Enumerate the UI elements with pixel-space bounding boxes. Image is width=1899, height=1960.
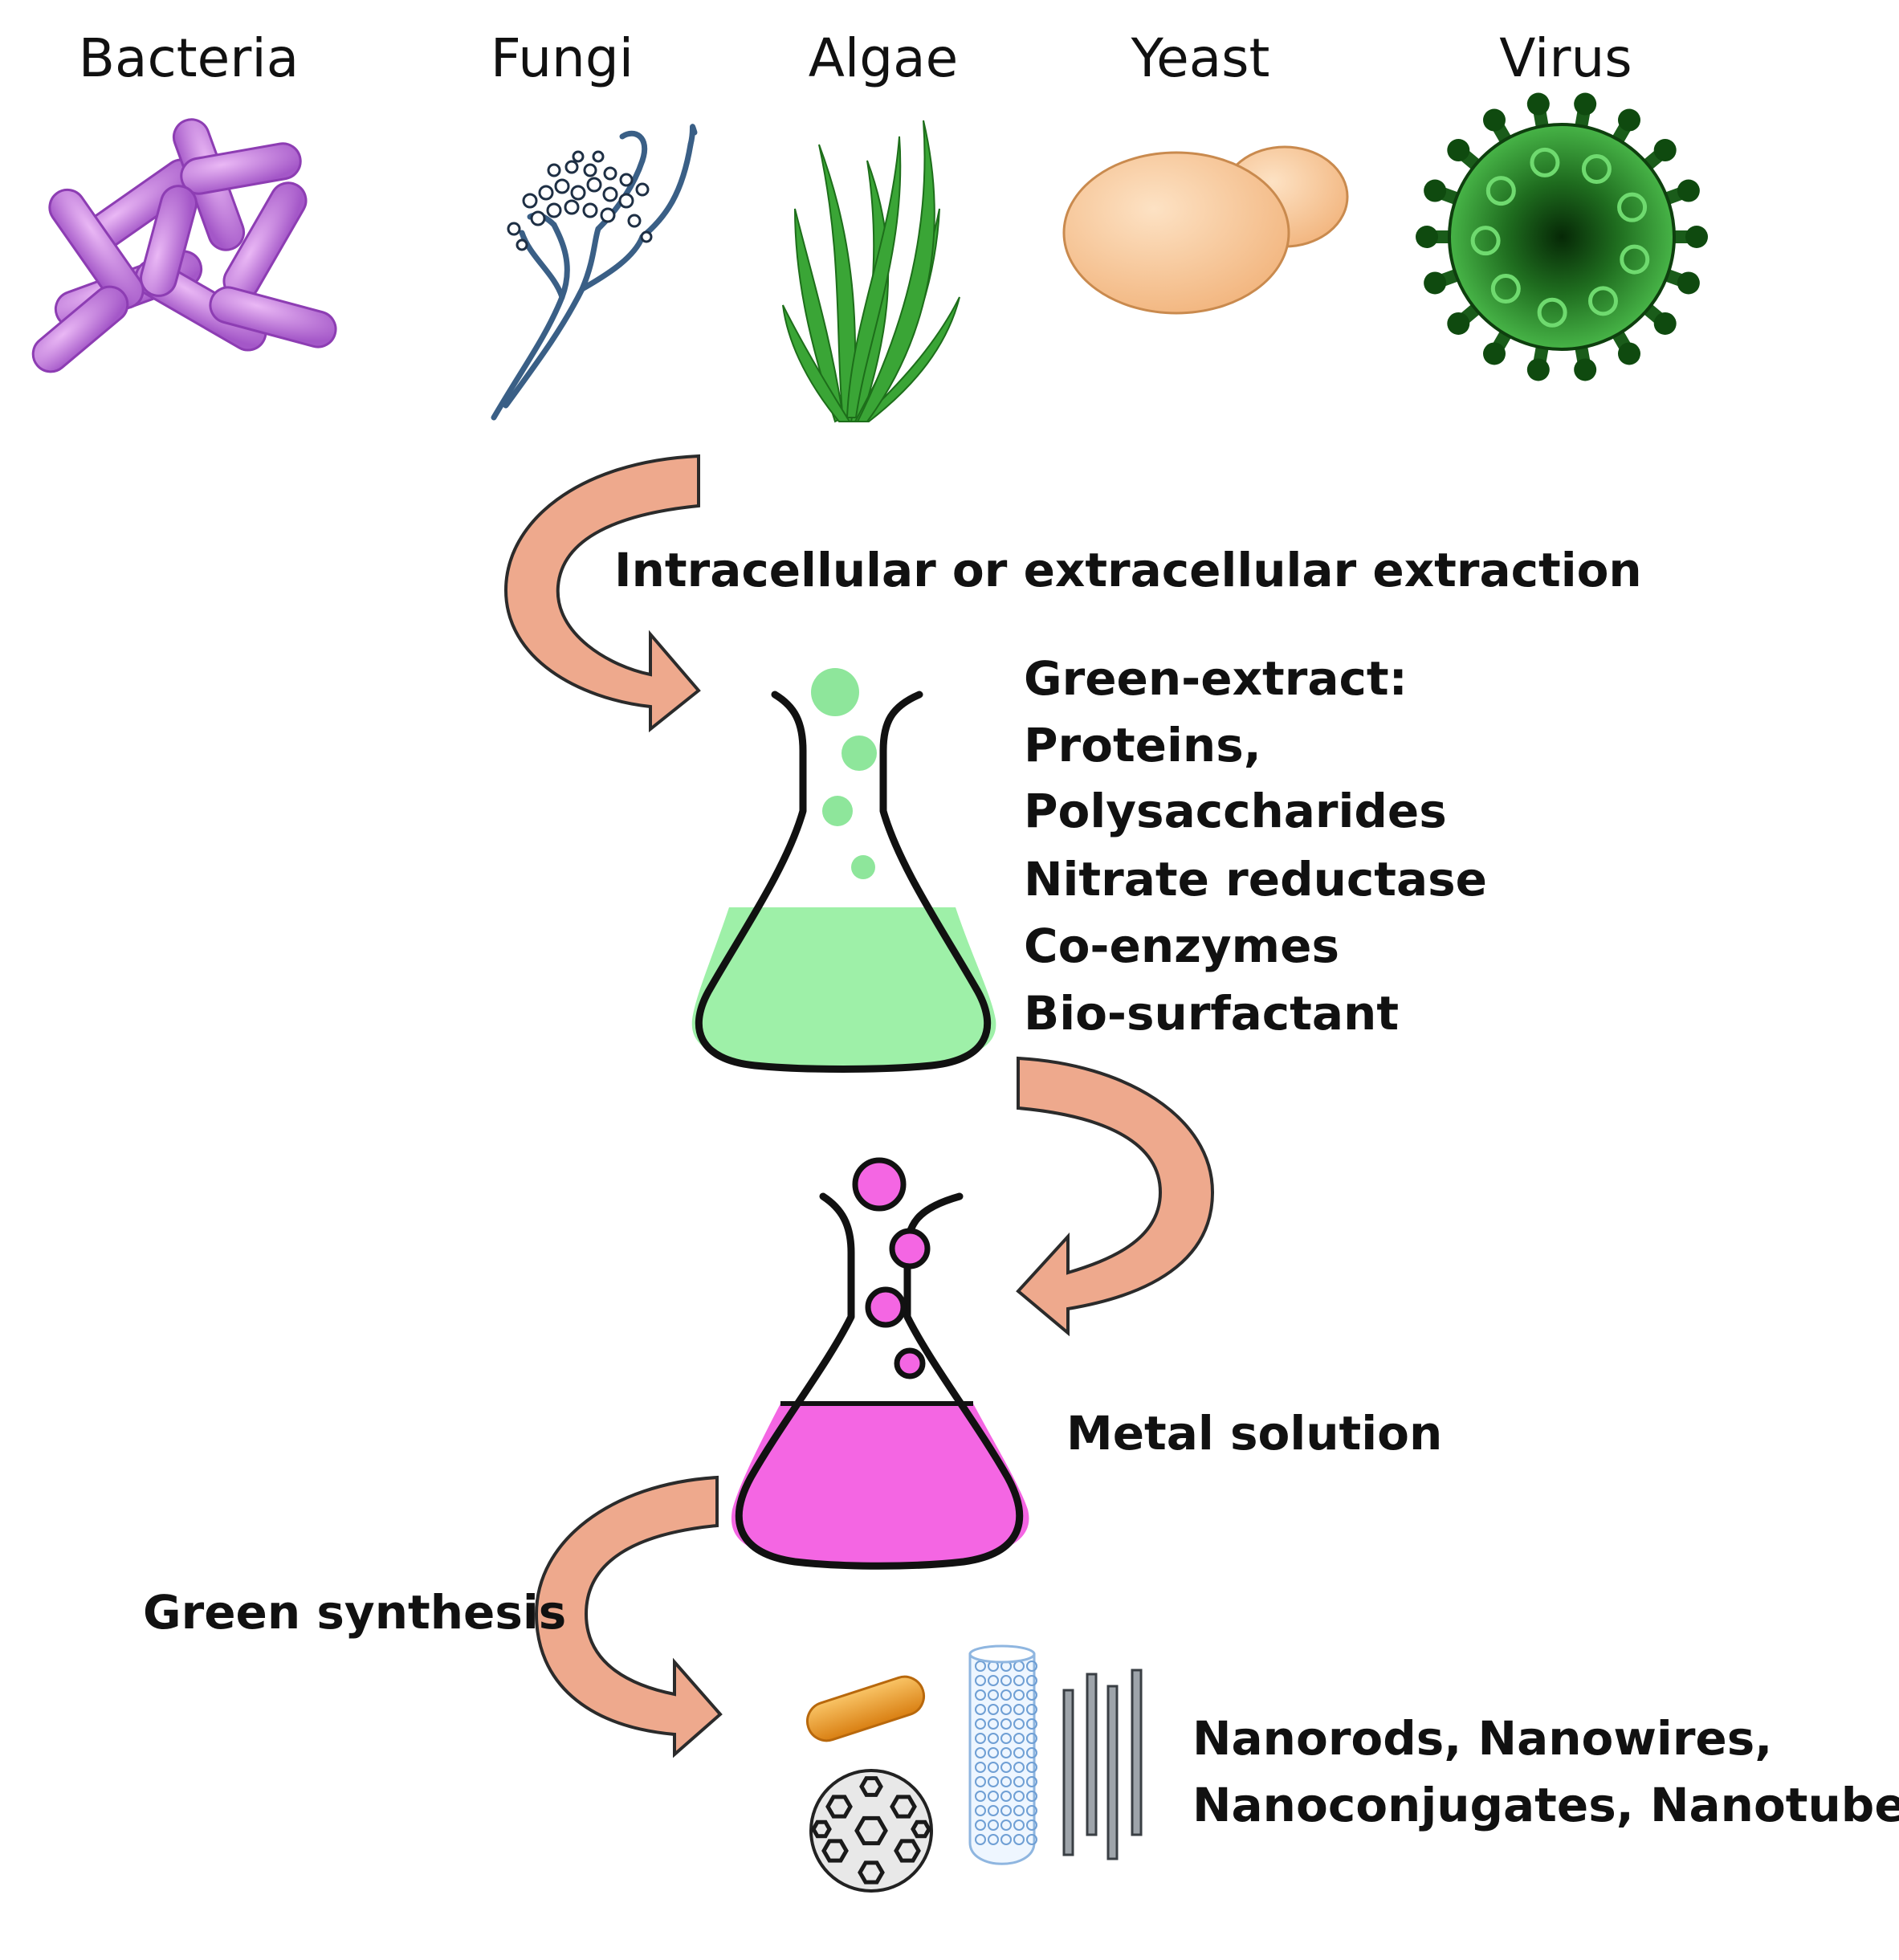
yeast-icon — [1062, 145, 1349, 315]
green-bubble — [842, 736, 877, 771]
fungi-label: Fungi — [491, 27, 634, 89]
green-extract-item: Nitrate reductase — [1024, 852, 1487, 907]
yeast-label: Yeast — [1131, 27, 1270, 89]
green-extract-flask — [691, 668, 996, 1073]
arrow-green-synthesis — [534, 1475, 723, 1758]
green-extract-item: Polysaccharides — [1024, 784, 1447, 838]
products-line-2: Nanoconjugates, Nanotubes — [1192, 1778, 1899, 1832]
green-extract-item: Proteins, — [1024, 718, 1261, 772]
pink-bubble — [889, 1228, 931, 1269]
pink-bubble — [865, 1286, 907, 1328]
extraction-label: Intracellular or extracellular extractio… — [614, 543, 1642, 597]
fungi-icon — [491, 124, 698, 421]
green-extract-title: Green-extract: — [1024, 651, 1408, 706]
arrow-to-metal-solution — [1016, 1056, 1215, 1337]
nanotube-icon — [968, 1644, 1037, 1865]
green-liquid — [691, 907, 996, 1068]
green-bubble — [822, 796, 853, 826]
green-synthesis-label: Green synthesis — [143, 1585, 566, 1640]
green-extract-item: Bio-surfactant — [1024, 986, 1399, 1041]
algae-icon — [782, 120, 960, 423]
green-extract-list: Green-extract: Proteins, Polysaccharides… — [1024, 651, 1487, 1041]
green-flask-outline — [695, 691, 991, 1073]
products-line-1: Nanorods, Nanowires, — [1192, 1711, 1772, 1766]
bacteria-label: Bacteria — [79, 27, 299, 89]
pink-flask-outline — [736, 1192, 1023, 1570]
pink-bubble — [852, 1157, 907, 1212]
nanorod-icon — [805, 1675, 926, 1742]
virus-label: Virus — [1499, 27, 1632, 89]
algae-label: Algae — [809, 27, 958, 89]
pink-liquid — [731, 1404, 1029, 1564]
metal-solution-flask — [731, 1157, 1029, 1570]
metal-solution-label: Metal solution — [1066, 1406, 1442, 1461]
arrow-extraction — [503, 454, 701, 733]
nanowires-icon — [1062, 1669, 1143, 1860]
pink-bubble — [894, 1347, 926, 1379]
virus-icon — [1416, 92, 1708, 381]
green-extract-item: Co-enzymes — [1024, 919, 1339, 973]
fullerene-icon — [809, 1769, 933, 1893]
green-bubble — [811, 668, 859, 716]
green-bubble — [851, 855, 875, 879]
fungi-spores — [507, 150, 653, 251]
bacteria-icon — [31, 118, 337, 373]
